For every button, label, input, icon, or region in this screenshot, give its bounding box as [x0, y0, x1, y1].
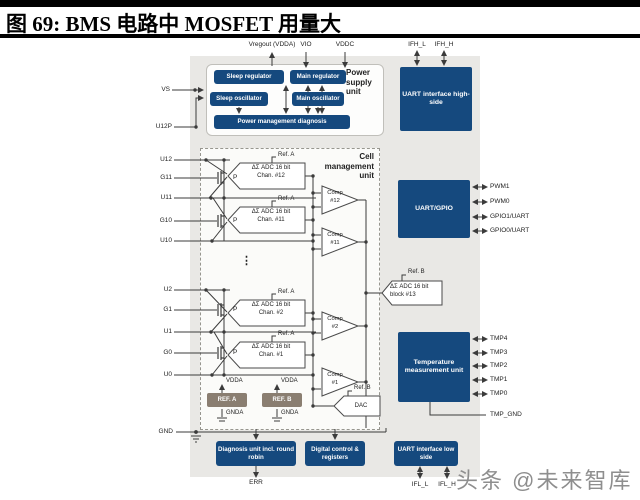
- digital-control-block: Digital control & registers: [305, 441, 365, 466]
- watermark: 头条 @未来智库: [456, 468, 633, 493]
- pin-u2: U2: [163, 286, 172, 293]
- ref-a-label: Ref. A: [278, 152, 295, 158]
- pin-ifl-l: IFL_L: [411, 481, 429, 488]
- pin-tmp0: TMP0: [490, 390, 508, 397]
- pin-gnd: GND: [158, 428, 173, 435]
- pin-ifh-l: IFH_L: [408, 41, 426, 48]
- ref-b-label: Ref. B: [354, 385, 371, 391]
- title-rule-top: [0, 0, 640, 7]
- p-mosfet-label: P: [233, 349, 238, 356]
- dac-label: DAC: [354, 403, 368, 409]
- title-rule-bottom: [0, 34, 640, 38]
- vdda-label: VDDA: [226, 378, 243, 384]
- vdda-label: VDDA: [281, 378, 298, 384]
- pin-u11: U11: [160, 194, 172, 201]
- temperature-measurement-unit-block: Temperature measurement unit: [398, 332, 470, 402]
- pin-tmp3: TMP3: [490, 349, 508, 356]
- main-oscillator-block: Main oscillator: [292, 92, 344, 106]
- pin-g11: G11: [160, 174, 172, 181]
- uart-interface-high-side-block: UART interface high-side: [400, 67, 472, 131]
- ellipsis: ⋮: [241, 255, 252, 267]
- uart-interface-low-side-block: UART interface low side: [394, 441, 458, 466]
- uart-gpio-block: UART/GPIO: [398, 180, 470, 238]
- pin-pwm1: PWM1: [490, 183, 510, 190]
- pin-u12p: U12P: [155, 123, 172, 130]
- diagnosis-unit-block: Diagnosis unit incl. round robin: [216, 441, 296, 466]
- figure-title: 图 69: BMS 电路中 MOSFET 用量大: [6, 12, 342, 36]
- pin-err: ERR: [249, 479, 263, 486]
- pin-ifh-h: IFH_H: [434, 41, 454, 48]
- pin-vio: VIO: [300, 41, 312, 48]
- pin-g1: G1: [163, 306, 172, 313]
- pin-u12: U12: [160, 156, 172, 163]
- ref-b-block: REF. B: [262, 393, 302, 407]
- pin-vregout: Vregout (VDDA): [248, 41, 296, 48]
- pin-tmp2: TMP2: [490, 362, 508, 369]
- power-supply-unit-title: Power supply unit: [346, 68, 372, 97]
- power-mgmt-diagnosis-block: Power management diagnosis: [214, 115, 350, 129]
- pin-ifl-h: IFL_H: [438, 481, 456, 488]
- pin-vs: VS: [161, 86, 170, 93]
- pin-vddc: VDDC: [335, 41, 355, 48]
- gnda-label: GNDA: [281, 410, 299, 416]
- pin-tmp-gnd: TMP_GND: [490, 411, 522, 418]
- ref-a-label: Ref. A: [278, 331, 295, 337]
- p-mosfet-label: P: [233, 174, 238, 181]
- pin-u0: U0: [163, 371, 172, 378]
- ref-a-label: Ref. A: [278, 289, 295, 295]
- pin-g0: G0: [163, 349, 172, 356]
- sleep-oscillator-block: Sleep oscillator: [210, 92, 268, 106]
- comp12-label: Comp#12: [327, 190, 343, 204]
- comp11-label: Comp#11: [327, 232, 343, 246]
- pin-u1: U1: [163, 328, 172, 335]
- comp1-label: Comp#1: [327, 372, 343, 386]
- comp2-label: Comp#2: [327, 316, 343, 330]
- main-regulator-block: Main regulator: [290, 70, 346, 84]
- ref-a-block: REF. A: [207, 393, 247, 407]
- pin-u10: U10: [160, 237, 172, 244]
- cell-management-unit-title: Cell management unit: [324, 152, 374, 181]
- ref-b-label: Ref. B: [408, 269, 425, 275]
- sleep-regulator-block: Sleep regulator: [214, 70, 284, 84]
- adc-block13-label: ΔΣ ADC 16 bit block #13: [390, 284, 429, 298]
- pin-g10: G10: [159, 217, 172, 224]
- gnda-label: GNDA: [226, 410, 244, 416]
- pin-tmp1: TMP1: [490, 376, 508, 383]
- p-mosfet-label: P: [233, 306, 238, 313]
- pin-gpio1-uart: GPIO1/UART: [490, 213, 530, 220]
- pin-tmp4: TMP4: [490, 335, 508, 342]
- p-mosfet-label: P: [233, 217, 238, 224]
- pin-gpio0-uart: GPIO0/UART: [490, 227, 530, 234]
- ref-a-label: Ref. A: [278, 196, 295, 202]
- pin-pwm0: PWM0: [490, 198, 510, 205]
